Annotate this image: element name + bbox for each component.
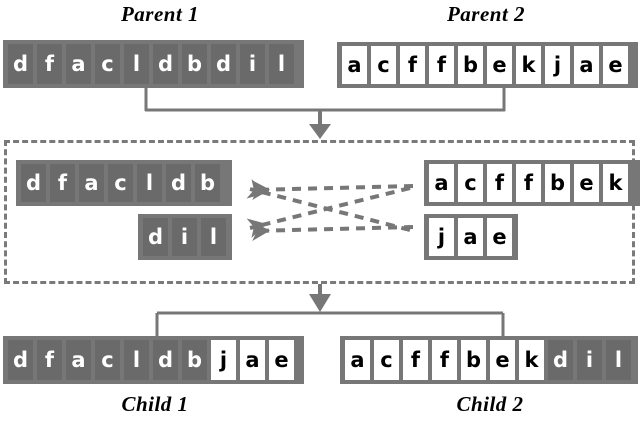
parent1-gene-3: c [95,44,120,84]
frag-p1-head-gene-3: c [108,164,133,202]
frag-p2-head-gene-4: b [545,164,570,202]
parent2-gene-7: j [545,46,570,84]
child2-gene-8: i [577,340,602,380]
frag-p2-head-gene-2: f [487,164,512,202]
frag-p1-head-gene-2: a [79,164,104,202]
parent2-gene-1: c [371,46,396,84]
frag-p1-tail-gene-0: d [143,218,168,256]
frag-p2-head-gene-5: e [574,164,599,202]
child1-title: Child 1 [121,392,189,416]
parent1-gene-5: d [153,44,178,84]
parent2-title: Parent 2 [446,2,526,26]
parent1-gene-9: l [269,44,294,84]
child2-gene-9: l [606,340,631,380]
child1-gene-0: d [8,340,33,380]
parent2-gene-0: a [342,46,367,84]
frag-p1-head-gene-0: d [21,164,46,202]
child1-gene-4: l [124,340,149,380]
child2-gene-0: a [345,340,370,380]
child2-gene-2: f [403,340,428,380]
frag-p1-head-gene-4: l [137,164,162,202]
parent1-gene-1: f [37,44,62,84]
child1-gene-6: b [182,340,207,380]
parent1-title: Parent 1 [120,2,200,26]
arrow-down-top-icon [309,124,331,139]
child1-gene-1: f [37,340,62,380]
crossover-region [4,140,635,284]
child1-gene-5: d [153,340,178,380]
frag-p1-head-gene-1: f [50,164,75,202]
frag-p2-tail-gene-1: a [458,218,483,256]
parent2-gene-8: a [574,46,599,84]
parent2-gene-5: e [487,46,512,84]
parent2-gene-9: e [603,46,628,84]
child1-gene-2: a [66,340,91,380]
frag-p2-head-gene-3: f [516,164,541,202]
parent1-gene-8: i [240,44,265,84]
parent2-gene-4: b [458,46,483,84]
frag-p2-tail-gene-2: e [487,218,512,256]
frag-p1-tail-gene-2: l [201,218,226,256]
child2-gene-6: k [519,340,544,380]
parent1-gene-4: l [124,44,149,84]
child2-gene-3: f [432,340,457,380]
frag-p2-head-gene-1: c [458,164,483,202]
frag-p1-tail-gene-1: i [172,218,197,256]
child1-gene-3: c [95,340,120,380]
parent1-gene-7: d [211,44,236,84]
child2-gene-1: c [374,340,399,380]
arrow-down-bottom-icon [309,294,331,312]
frag-p2-head-gene-6: k [603,164,628,202]
parent2-gene-6: k [516,46,541,84]
parent1-gene-0: d [8,44,33,84]
frag-p2-head-gene-0: a [429,164,454,202]
child2-gene-4: b [461,340,486,380]
parent2-gene-2: f [400,46,425,84]
frag-p2-tail-gene-0: j [429,218,454,256]
parent1-gene-6: b [182,44,207,84]
child2-gene-5: e [490,340,515,380]
crossover-to-children-connector [155,284,505,336]
parents-to-crossover-connector [144,88,506,126]
frag-p1-head-gene-5: d [166,164,191,202]
child1-gene-8: a [240,340,265,380]
child1-gene-9: e [269,340,294,380]
frag-p1-head-gene-6: b [195,164,220,202]
child2-gene-7: d [548,340,573,380]
child2-title: Child 2 [456,392,524,416]
parent2-gene-3: f [429,46,454,84]
child1-gene-7: j [211,340,236,380]
parent1-gene-2: a [66,44,91,84]
